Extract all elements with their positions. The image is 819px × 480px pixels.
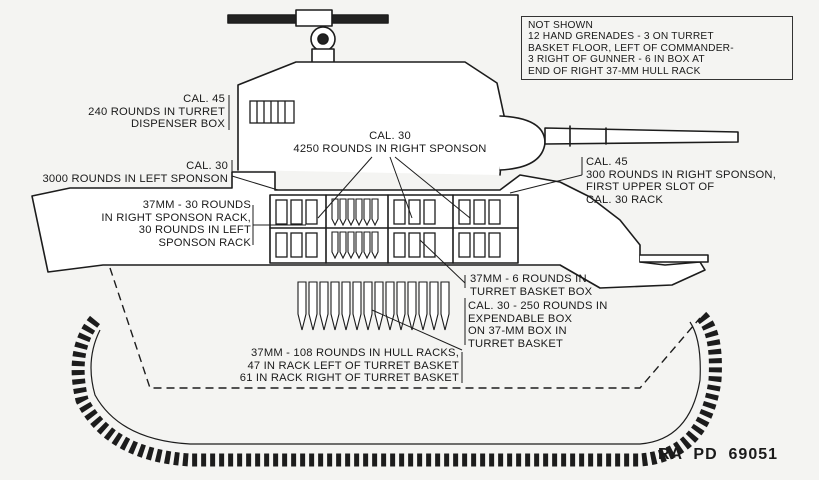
- label-37mm-turret-basket: 37MM - 6 ROUNDS IN TURRET BASKET BOX: [470, 273, 593, 298]
- label-cal45-right-sponson: CAL. 45 300 ROUNDS IN RIGHT SPONSON, FIR…: [586, 156, 777, 206]
- label-37mm-sponson-racks: 37MM - 30 ROUNDS IN RIGHT SPONSON RACK, …: [101, 199, 251, 249]
- sponson-shells: [331, 198, 379, 260]
- lower-hull-dashed: [109, 267, 701, 389]
- turret-dispenser-box: [249, 100, 295, 124]
- not-shown-note: NOT SHOWN 12 HAND GRENADES - 3 ON TURRET…: [521, 16, 793, 80]
- leader-lines: [228, 95, 583, 383]
- rack-boxes: [275, 199, 501, 258]
- label-37mm-hull-racks: 37MM - 108 ROUNDS IN HULL RACKS, 47 IN R…: [239, 347, 459, 384]
- hull-rack-shells: [297, 281, 450, 331]
- label-cal30-right-sponson: CAL. 30 4250 ROUNDS IN RIGHT SPONSON: [293, 130, 487, 155]
- main-gun-barrel: [544, 127, 739, 145]
- label-cal30-left-sponson: CAL. 30 3000 ROUNDS IN LEFT SPONSON: [42, 160, 228, 185]
- label-cal45-turret: CAL. 45 240 ROUNDS IN TURRET DISPENSER B…: [88, 93, 225, 130]
- label-cal30-expendable: CAL. 30 - 250 ROUNDS IN EXPENDABLE BOX O…: [468, 300, 608, 350]
- turret-machine-gun: [227, 9, 389, 64]
- plate-number: RA PD 69051: [658, 446, 779, 463]
